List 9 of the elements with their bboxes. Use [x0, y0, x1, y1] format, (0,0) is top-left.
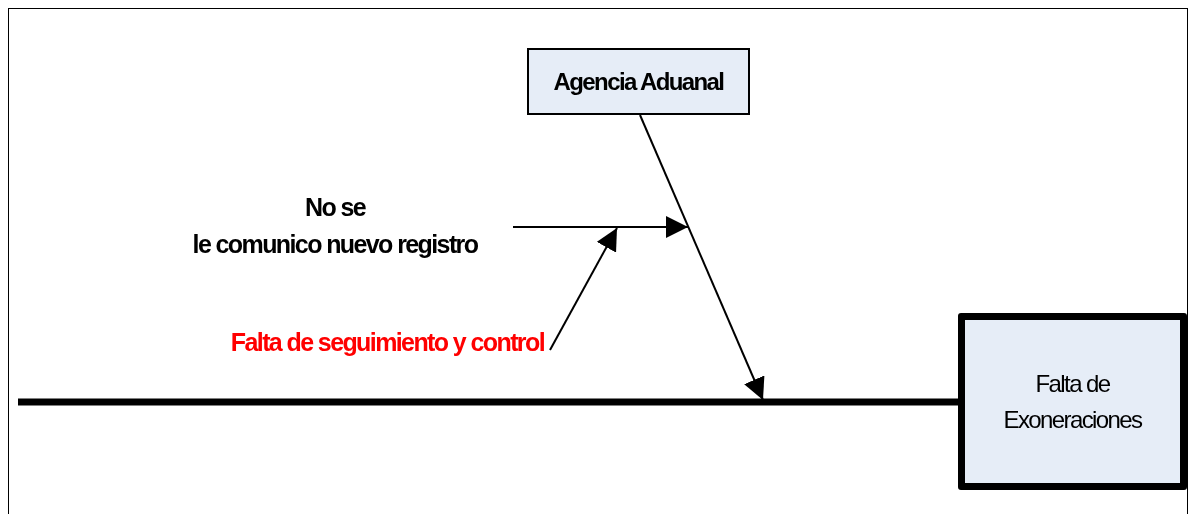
cause-box: [527, 48, 750, 115]
effect-label: Falta de Exoneraciones: [1002, 368, 1143, 435]
cause-arrow: [512, 216, 689, 238]
cause-arrow: [639, 114, 765, 401]
cause-arrow: [549, 227, 618, 351]
effect-box: [958, 313, 1187, 490]
cause-label: Agencia Aduanal: [553, 66, 724, 97]
cause-text: Falta de seguimiento y control: [230, 327, 544, 359]
cause-text: No se le comunico nuevo registro: [192, 191, 478, 260]
